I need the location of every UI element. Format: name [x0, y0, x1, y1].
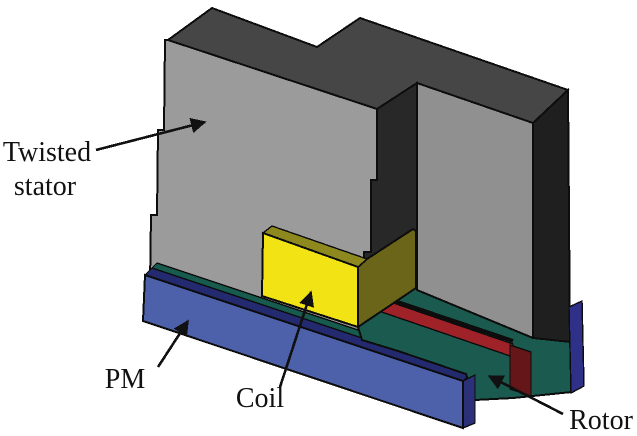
- stator-label-line2: stator: [14, 171, 77, 202]
- stator-label-line1: Twisted: [3, 137, 91, 168]
- coil-label: Coil: [236, 383, 284, 414]
- pm-arrow: [156, 319, 190, 368]
- stator-label: Twisted stator: [3, 137, 91, 202]
- red-magnet-end: [509, 344, 532, 397]
- pm-front-face: [141, 273, 464, 430]
- coil-front-face: [260, 231, 359, 329]
- rotor-label: Rotor: [569, 405, 633, 436]
- stator-arrow: [95, 117, 207, 152]
- pm-right-end: [462, 373, 476, 430]
- coil-arrow: [278, 290, 315, 388]
- pm-label: PM: [105, 364, 146, 395]
- stator-right-side-face: [532, 87, 572, 347]
- pm-back-end-cap: [568, 299, 585, 395]
- rotor-arrow: [487, 374, 564, 416]
